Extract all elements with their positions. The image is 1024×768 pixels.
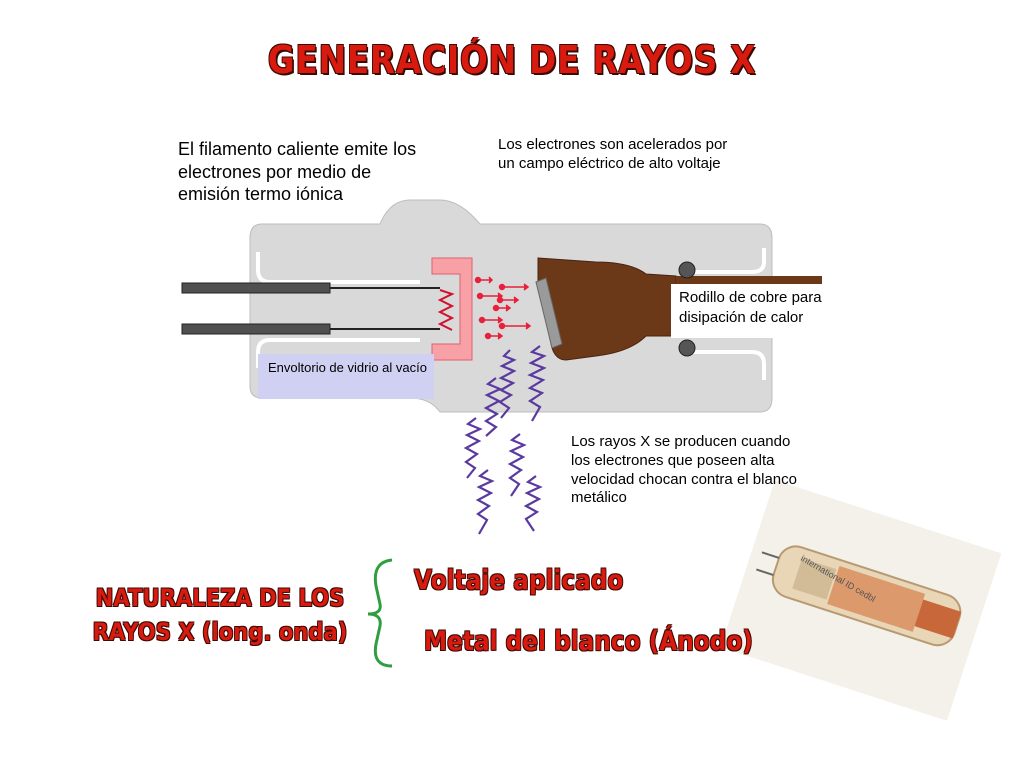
xray-wave [523,475,543,532]
cathode-cup [431,257,473,361]
electron [476,292,504,300]
electron [478,316,504,324]
electron [474,276,494,284]
seal-top [678,261,696,279]
note-rayos: Los rayos X se producen cuando los elect… [571,433,797,507]
curly-brace [367,558,393,668]
seal-bottom [678,339,696,357]
envelope-inner-line-right [690,248,766,380]
note-acelerados: Los electrones son acelerados por un cam… [498,136,728,172]
xray-wave [527,345,547,422]
cathode-lead-bottom [181,323,331,335]
page-title: GENERACIÓN DE RAYOS X [267,38,757,82]
xray-wave [483,377,503,437]
xray-wave [475,469,495,535]
cathode-lead-top [181,282,331,294]
xray-waves [463,345,547,535]
xray-tube-photo [720,479,1002,721]
anode-target [537,257,677,361]
filament [437,289,455,331]
electron-stream [474,276,532,340]
xray-wave [507,433,527,497]
note-filamento: El filamento caliente emite los electron… [178,139,417,204]
electron [492,304,512,312]
envelope-inner-line [256,252,420,368]
electron [498,322,532,330]
target-face [535,277,563,349]
naturaleza-line2: RAYOS X (long. onda) [92,618,348,646]
electron [484,332,504,340]
naturaleza-line1: NATURALEZA DE LOS [95,584,345,612]
electron [498,283,530,291]
factor-voltaje: Voltaje aplicado [414,565,624,596]
electron [496,296,520,304]
note-envoltorio: Envoltorio de vidrio al vacío [258,354,434,399]
xray-wave [463,417,483,479]
xray-wave [497,349,517,419]
note-rodillo: Rodillo de cobre para disipación de calo… [671,284,851,338]
factor-metal: Metal del blanco (Ánodo) [424,626,753,657]
